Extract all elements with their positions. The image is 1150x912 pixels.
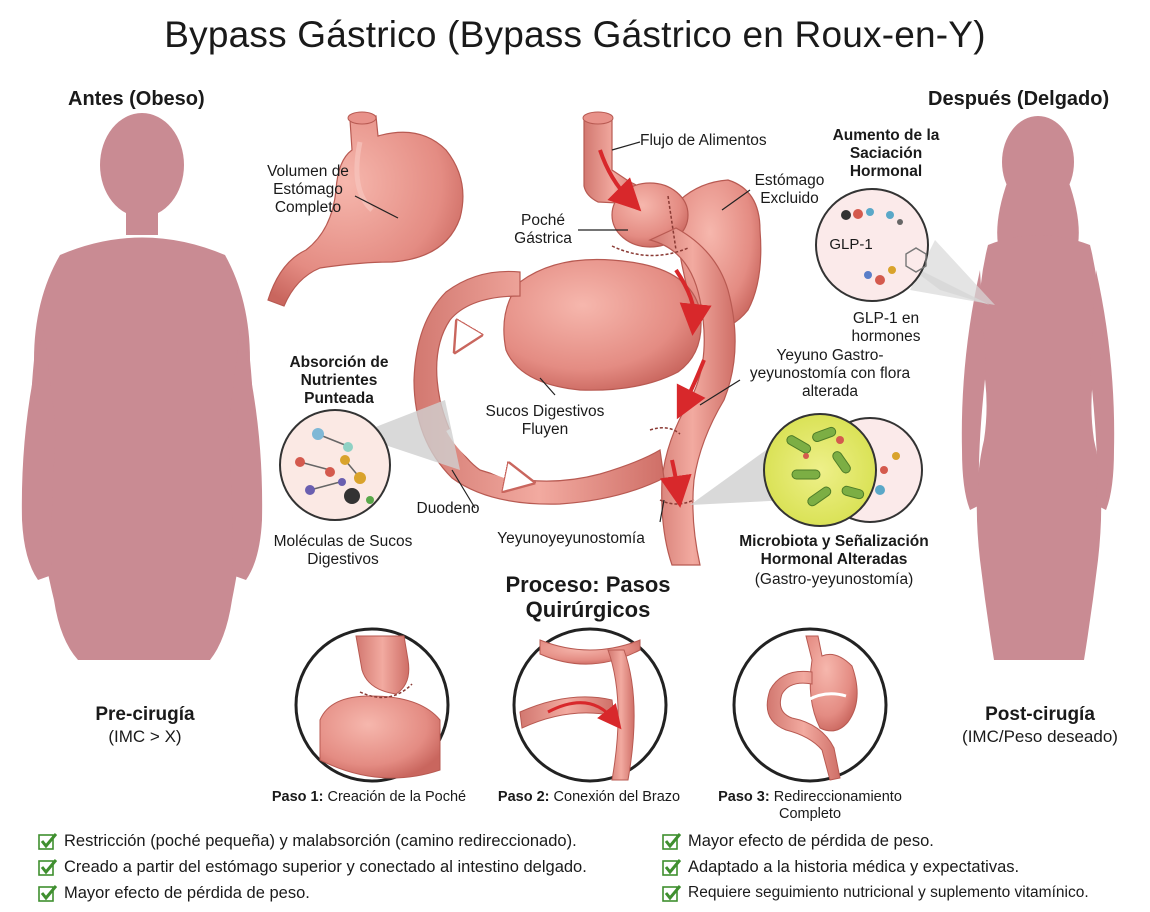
after-sub: (IMC/Peso deseado) <box>962 727 1118 746</box>
step1-illustration <box>294 627 450 783</box>
list-item: Mayor efecto de pérdida de peso. <box>38 880 587 906</box>
check-icon <box>38 885 58 902</box>
step3-illustration <box>732 627 888 783</box>
check-icon <box>38 833 58 850</box>
before-sub: (IMC > X) <box>108 727 182 746</box>
step-3-caption: Paso 3: Redireccionamiento Completo <box>700 789 920 823</box>
step-2-caption: Paso 2: Conexión del Brazo <box>482 789 696 806</box>
label-nutrient-absorption: Absorción de Nutrientes Punteada <box>289 354 389 407</box>
step-2-text: Conexión del Brazo <box>553 789 681 805</box>
label-hormonal-satiety: Aumento de la Saciación Hormonal <box>832 127 940 180</box>
label-jejunojejunostomy: Yeyunoyeyunostomía <box>497 530 645 547</box>
check-icon <box>38 859 58 876</box>
label-jejunum: Yeyuno Gastro-yeyunostomía con flora alt… <box>749 347 911 400</box>
list-item: Creado a partir del estómago superior y … <box>38 854 587 880</box>
slim-silhouette <box>961 116 1115 660</box>
molecules-callout <box>279 400 460 521</box>
step-2-num: Paso 2: <box>497 789 550 805</box>
check-icon <box>662 859 682 876</box>
label-excluded-stomach: Estómago Excluido <box>754 172 825 207</box>
label-microbiota-title: Microbiota y Señalización Hormonal Alter… <box>739 533 929 568</box>
label-duodenum: Duodeno <box>416 500 480 517</box>
list-item: Restricción (poché pequeña) y malabsorci… <box>38 828 587 854</box>
check-icon <box>662 885 682 902</box>
leader-lines <box>354 141 751 523</box>
after-stage: Post-cirugía <box>985 704 1095 725</box>
before-stage: Pre-cirugía <box>95 704 195 725</box>
label-glp1-hormones: GLP-1 en hormones <box>851 310 921 345</box>
obese-silhouette <box>21 113 263 660</box>
label-juice-molecules: Moléculas de Sucos Digestivos <box>273 533 413 568</box>
bullets-left: Restricción (poché pequeña) y malabsorci… <box>38 828 587 906</box>
label-glp1: GLP-1 <box>829 236 873 253</box>
before-header: Antes (Obeso) <box>68 88 205 110</box>
step-3-text: Redireccionamiento Completo <box>773 789 902 822</box>
step-3-num: Paso 3: <box>718 789 770 805</box>
list-item: Adaptado a la historia médica y expectat… <box>662 854 1089 880</box>
check-icon <box>662 833 682 850</box>
label-full-stomach: Volumen de Estómago Completo <box>267 163 349 216</box>
full-stomach-illustration <box>267 111 464 307</box>
bypass-illustration <box>413 111 762 566</box>
list-item: Mayor efecto de pérdida de peso. <box>662 828 1089 854</box>
microbiota-callout <box>690 413 923 527</box>
page-title: Bypass Gástrico (Bypass Gástrico en Roux… <box>164 14 986 55</box>
label-gastric-pouch: Poché Gástrica <box>514 212 572 247</box>
hormone-callout <box>815 188 995 305</box>
step-1-num: Paso 1: <box>271 789 324 805</box>
step2-illustration <box>512 627 668 783</box>
label-food-flow: Flujo de Alimentos <box>640 132 767 149</box>
process-title: Proceso: Pasos Quirúrgicos <box>505 572 671 622</box>
list-item: Requiere seguimiento nutricional y suple… <box>662 880 1089 906</box>
label-microbiota-sub: (Gastro-yeyunostomía) <box>754 571 914 588</box>
bullets-right: Mayor efecto de pérdida de peso. Adaptad… <box>662 828 1089 906</box>
step-1-text: Creación de la Poché <box>327 789 467 805</box>
after-header: Después (Delgado) <box>928 88 1110 110</box>
step-1-caption: Paso 1: Creación de la Poché <box>256 789 482 806</box>
label-digestive-juices: Sucos Digestivos Fluyen <box>485 403 605 438</box>
